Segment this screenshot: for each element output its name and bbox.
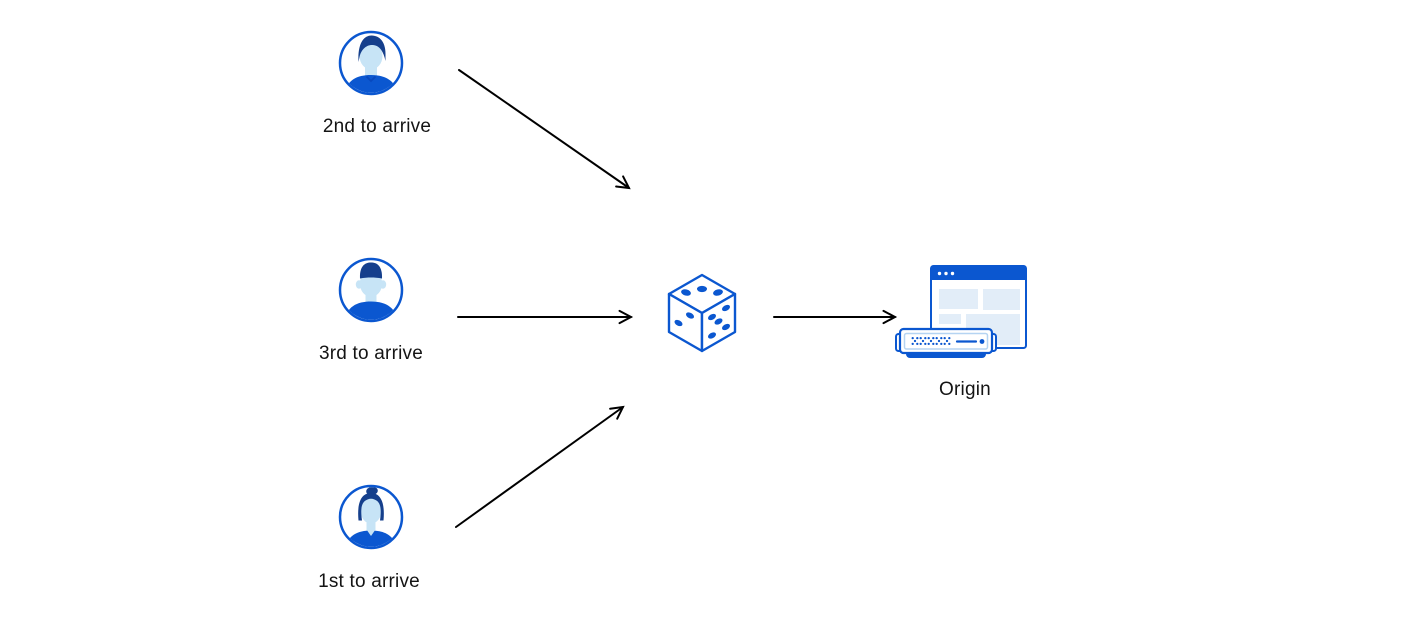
avatar-circle-border: [338, 257, 404, 323]
arrow-second-to-dice: [458, 69, 631, 190]
arrow-dice-to-origin: [773, 309, 898, 325]
client-label-third: 3rd to arrive: [319, 343, 423, 364]
avatar-circle-border: [338, 30, 404, 96]
dice-cube-icon: [667, 273, 737, 353]
avatar-vneck-skin: [367, 530, 375, 536]
dice-pips: [674, 285, 730, 339]
avatar-hair: [358, 35, 386, 62]
user-avatar-woman-hair-bun-icon: [332, 478, 410, 556]
avatar-neck: [365, 290, 377, 304]
origin-server-browser-icon: [895, 265, 1027, 358]
avatar-clip-ring: [332, 478, 410, 556]
avatar-neck: [366, 518, 376, 531]
avatar-circle-border: [338, 484, 404, 550]
browser-window-icon: [930, 265, 1027, 349]
server-inner-frame: [903, 332, 989, 350]
avatar-hair-bun: [366, 486, 378, 496]
user-avatar-man-flat-top-hair-icon: [332, 251, 410, 329]
avatar-clip-ring: [332, 24, 410, 102]
avatar-hair: [359, 262, 383, 279]
arrow-first-to-dice: [455, 405, 625, 528]
origin-label: Origin: [939, 379, 991, 400]
avatar-hair: [358, 493, 384, 521]
server-status-dot: [979, 339, 985, 344]
user-avatar-man-side-swept-hair-icon: [332, 24, 410, 102]
server-vent-dots: [911, 336, 951, 346]
client-label-first: 1st to arrive: [318, 571, 420, 592]
avatar-face: [360, 497, 382, 524]
client-label-second: 2nd to arrive: [322, 116, 432, 137]
avatar-clip-ring: [332, 251, 410, 329]
avatar-face: [359, 42, 383, 70]
server-icon: [895, 327, 997, 358]
arrow-third-to-dice: [457, 309, 634, 325]
avatar-collar: [365, 75, 377, 83]
